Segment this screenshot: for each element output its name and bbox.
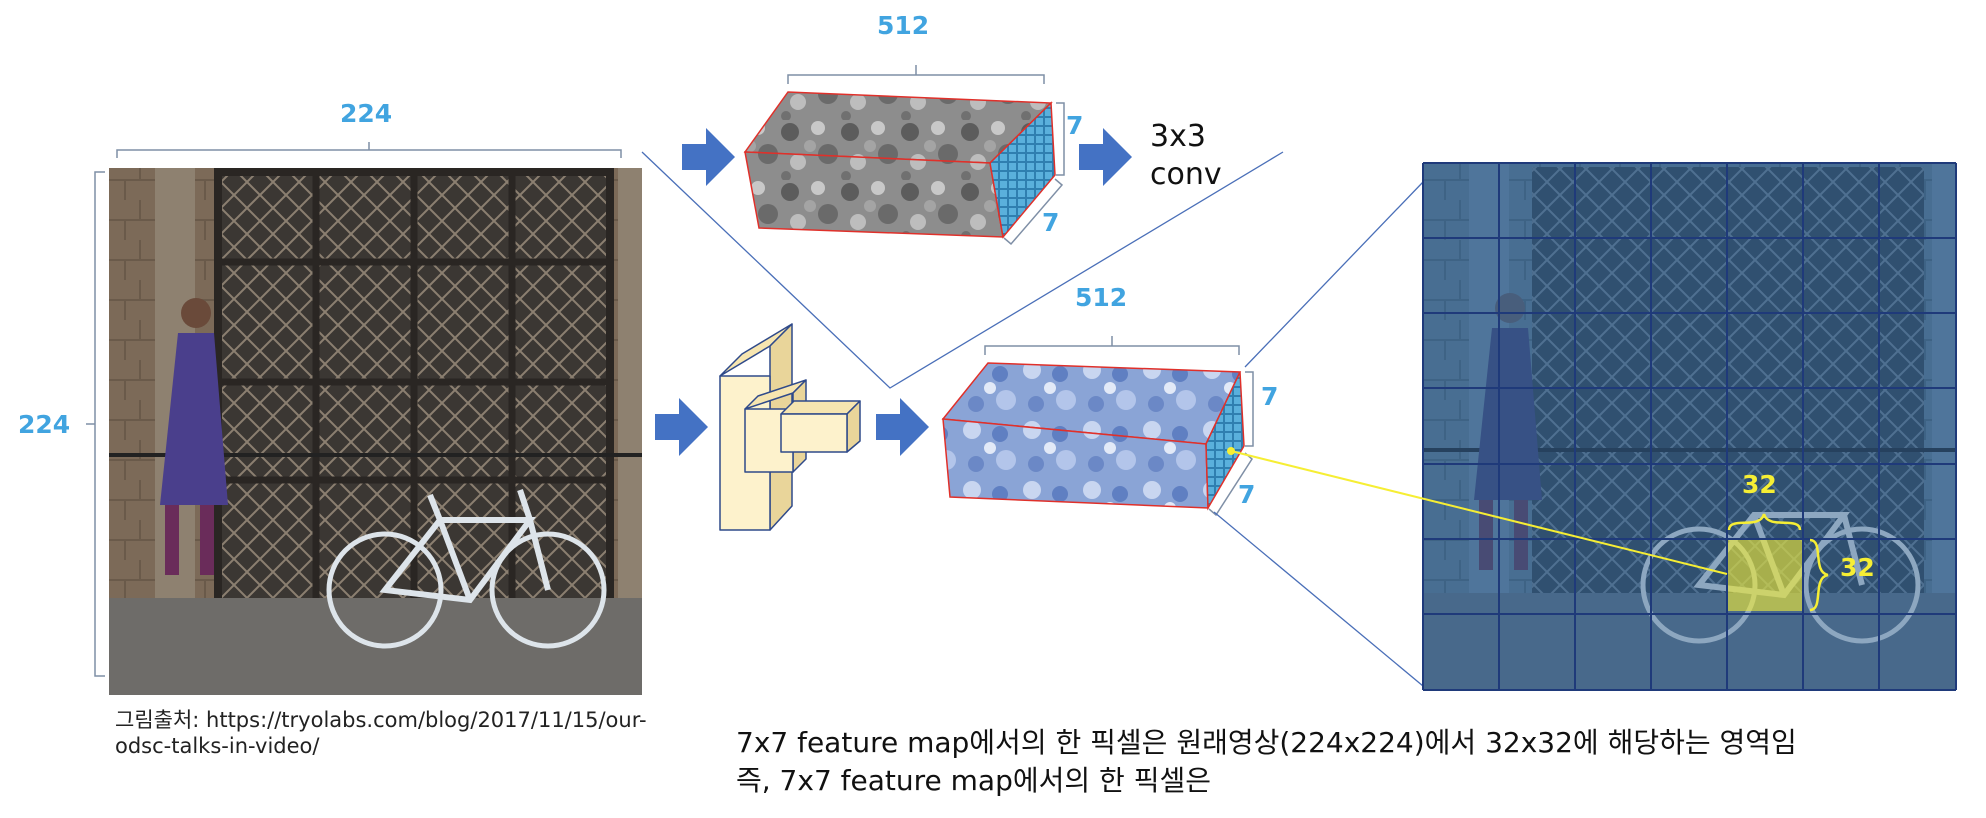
width-brace (1727, 513, 1802, 531)
conv-label-line2: conv (1150, 157, 1222, 192)
explanation-line2: 즉, 7x7 feature map에서의 한 픽셀은 (736, 764, 1211, 797)
source-caption-line1: 그림출처: https://tryolabs.com/blog/2017/11/… (115, 708, 647, 732)
height-bracket (1245, 371, 1254, 447)
height-bracket (86, 171, 105, 677)
gridded-image (1422, 162, 1957, 691)
conv-label-line1: 3x3 (1150, 119, 1206, 154)
input-width-label: 224 (340, 99, 393, 128)
pointer-line (1230, 450, 1728, 575)
projection-lines (1213, 181, 1424, 687)
height-bracket (1056, 102, 1065, 176)
receptive-field-cell (1727, 538, 1803, 611)
top-depth-label: 7 (1042, 208, 1060, 237)
arrow-icon (682, 128, 735, 186)
main-height-label: 7 (1261, 382, 1279, 411)
top-height-label: 7 (1066, 111, 1084, 140)
main-channels-label: 512 (1075, 283, 1128, 312)
depth-bracket (1003, 178, 1064, 246)
feature-map-main (941, 362, 1245, 511)
input-height-label: 224 (18, 410, 71, 439)
arrow-icon (876, 398, 929, 456)
projection-lines (641, 151, 1284, 389)
source-caption-line2: odsc-talks-in-video/ (115, 734, 320, 758)
channels-bracket (787, 65, 1045, 84)
arrow-icon (655, 398, 708, 456)
top-channels-label: 512 (877, 11, 930, 40)
width-bracket (116, 142, 622, 158)
grid-lines (1422, 162, 1957, 691)
channels-bracket (984, 336, 1240, 355)
explanation-line1: 7x7 feature map에서의 한 픽셀은 원래영상(224x224)에서… (736, 726, 1797, 759)
cnn-block-icon (719, 323, 861, 531)
receptive-height-label: 32 (1840, 553, 1875, 582)
main-depth-label: 7 (1238, 480, 1256, 509)
arrow-icon (1079, 128, 1132, 186)
height-brace (1809, 538, 1829, 612)
input-photo (109, 168, 642, 695)
feature-map-top (743, 91, 1056, 239)
receptive-width-label: 32 (1742, 470, 1777, 499)
